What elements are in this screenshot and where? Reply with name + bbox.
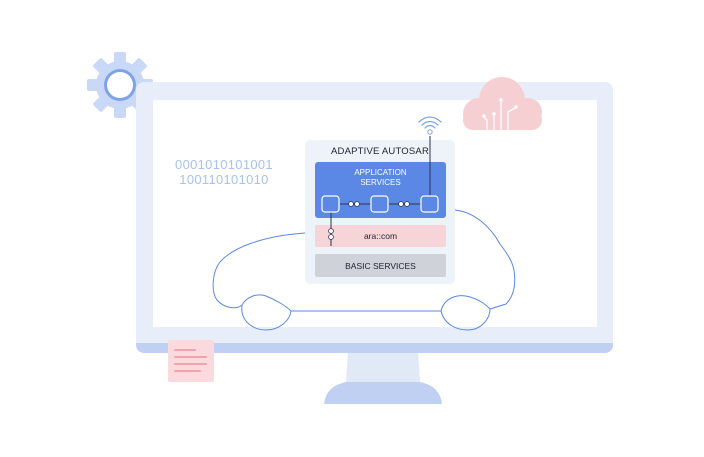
- panel-title: ADAPTIVE AUTOSAR: [330, 146, 430, 157]
- service-node-3: [420, 195, 439, 213]
- basic-services-box: BASIC SERVICES: [315, 254, 446, 277]
- document-note: [168, 340, 214, 382]
- binary-code: 0001010101001 100110101010: [160, 157, 288, 187]
- service-node-2: [370, 195, 389, 213]
- application-services-line-2: SERVICES: [360, 177, 401, 187]
- binary-line-1: 0001010101001: [175, 157, 273, 172]
- application-services-line-1: APPLICATION: [354, 168, 407, 177]
- ara-com-label: ara::com: [363, 231, 398, 241]
- ara-com-box: ara::com: [315, 225, 446, 247]
- monitor-chin: [136, 343, 613, 353]
- binary-line-2: 100110101010: [179, 172, 269, 187]
- application-services-label: APPLICATION SERVICES: [315, 168, 446, 187]
- basic-services-label: BASIC SERVICES: [345, 260, 416, 271]
- service-node-1: [321, 195, 340, 213]
